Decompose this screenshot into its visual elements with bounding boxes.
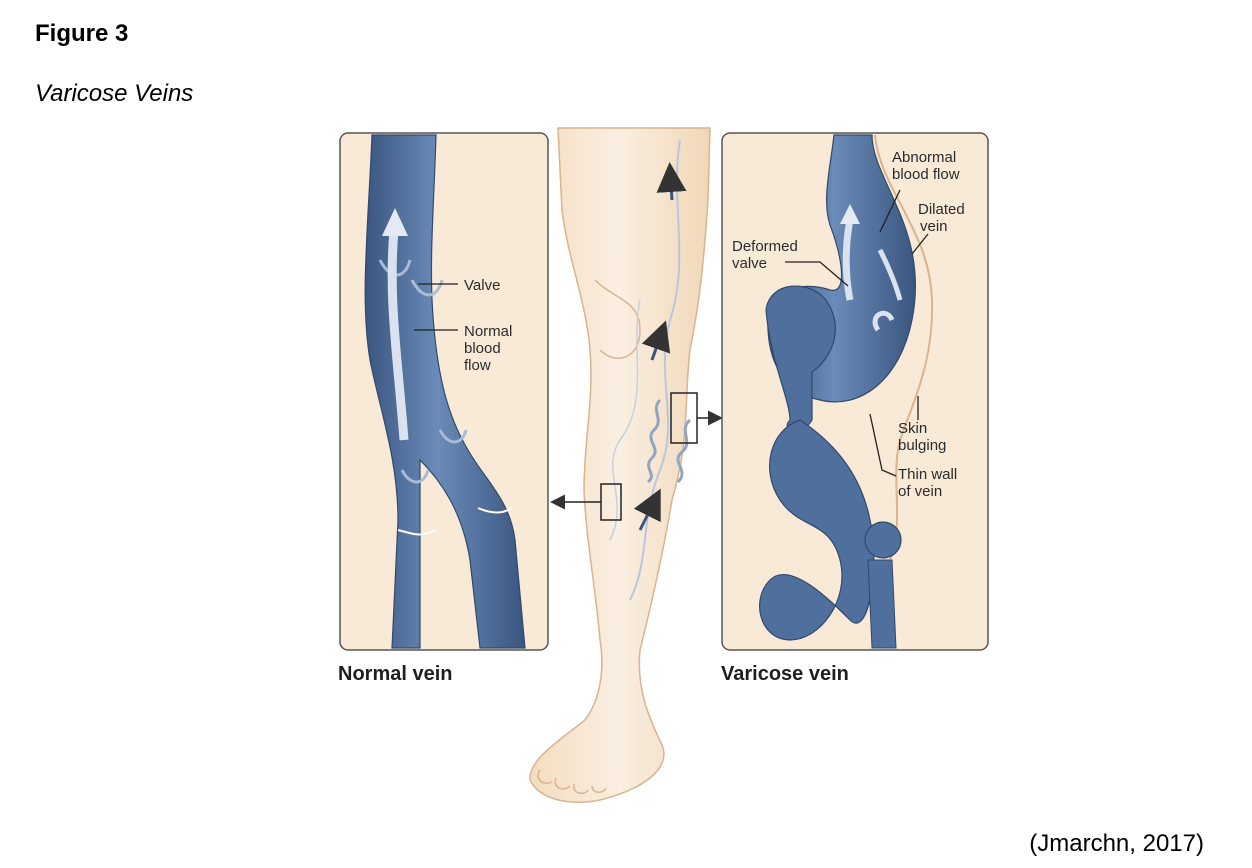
label-skin-2: bulging — [898, 437, 946, 454]
figure-label: Figure 3 — [35, 20, 129, 47]
label-thin-wall-1: Thin wall — [898, 466, 957, 483]
label-skin-1: Skin — [898, 420, 927, 437]
normal-vein-panel — [339, 132, 549, 651]
label-normal-flow-2: blood — [464, 340, 501, 357]
figure-title: Varicose Veins — [35, 80, 194, 107]
label-normal-flow-1: Normal — [464, 323, 512, 340]
citation: (Jmarchn, 2017) — [1029, 830, 1204, 857]
label-deformed-1: Deformed — [732, 238, 798, 255]
label-valve: Valve — [464, 277, 500, 294]
label-thin-wall-2: of vein — [898, 483, 942, 500]
caption-varicose-vein: Varicose vein — [721, 663, 849, 685]
varicose-vein-panel — [721, 132, 989, 651]
caption-normal-vein: Normal vein — [338, 663, 452, 685]
label-abnormal-flow-1: Abnormal — [892, 149, 956, 166]
label-abnormal-flow-2: blood flow — [892, 166, 960, 183]
label-normal-flow-3: flow — [464, 357, 491, 374]
leg-illustration — [529, 127, 723, 803]
label-dilated-1: Dilated — [918, 201, 965, 218]
label-deformed-2: valve — [732, 255, 767, 272]
label-dilated-2: vein — [920, 218, 948, 235]
